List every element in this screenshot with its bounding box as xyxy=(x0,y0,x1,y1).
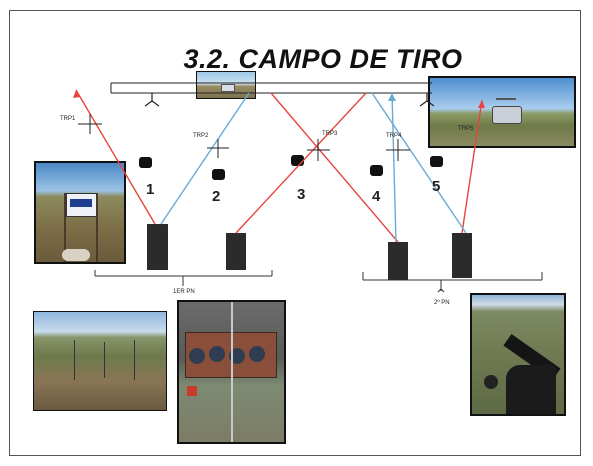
position-label-1: 1ER PN xyxy=(173,289,195,295)
lane-number-1: 1 xyxy=(146,181,155,198)
arrow-head xyxy=(388,93,396,101)
trp-label-4: TRP4 xyxy=(386,133,402,139)
arrow-head xyxy=(73,90,80,98)
arrow-head xyxy=(478,100,485,108)
trp-cross-3 xyxy=(307,139,330,161)
shooter-block xyxy=(147,224,168,270)
diagram-frame xyxy=(9,10,581,456)
target-marker-1 xyxy=(139,157,152,168)
fire-line-red xyxy=(235,92,367,234)
target-board-photo xyxy=(177,300,286,444)
target-top-photo xyxy=(196,71,256,99)
rail-support xyxy=(419,93,435,107)
target-marker-3 xyxy=(291,155,304,166)
trp-cross-2 xyxy=(207,139,229,158)
fire-line-red xyxy=(461,99,483,234)
shooter-block xyxy=(226,233,246,270)
trp-label-1: TRP1 xyxy=(60,116,76,122)
target-right-photo xyxy=(428,76,576,148)
trp-label-2: TRP2 xyxy=(193,133,209,139)
lane-number-2: 2 xyxy=(212,188,221,205)
trp-cross-4 xyxy=(386,139,410,161)
fire-line-blue xyxy=(160,92,250,225)
target-marker-5 xyxy=(430,156,443,167)
target-marker-2 xyxy=(212,169,225,180)
shooter-block xyxy=(388,242,408,280)
lane-number-3: 3 xyxy=(297,186,306,203)
trp-label-3: TRP3 xyxy=(322,131,338,137)
terrain-photo xyxy=(33,311,167,411)
fire-line-red xyxy=(270,92,399,243)
rifle-position-photo xyxy=(470,293,566,416)
rail-support xyxy=(144,93,160,107)
position-label-2: 2º PN xyxy=(434,300,450,306)
shooter-block xyxy=(452,233,472,278)
lane-number-4: 4 xyxy=(372,188,381,205)
lane-number-5: 5 xyxy=(432,178,441,195)
fire-line-blue xyxy=(371,92,467,234)
fire-line-blue xyxy=(391,92,397,243)
fire-line-red xyxy=(75,89,156,225)
target-marker-4 xyxy=(370,165,383,176)
position-bracket-1 xyxy=(94,270,273,286)
target-left-photo xyxy=(34,161,126,264)
page-title: 3.2. CAMPO DE TIRO xyxy=(183,44,463,74)
trp-label-5: TRP5 xyxy=(458,126,474,132)
trp-cross-1 xyxy=(78,114,102,134)
